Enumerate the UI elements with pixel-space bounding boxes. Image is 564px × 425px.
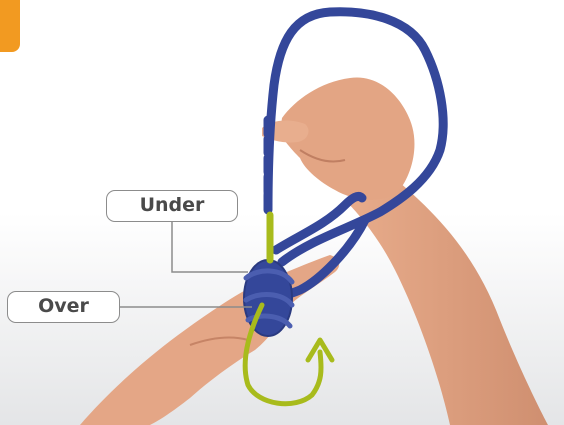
over-callout: Over (7, 291, 120, 323)
step-badge (0, 0, 20, 52)
under-callout: Under (106, 190, 238, 222)
